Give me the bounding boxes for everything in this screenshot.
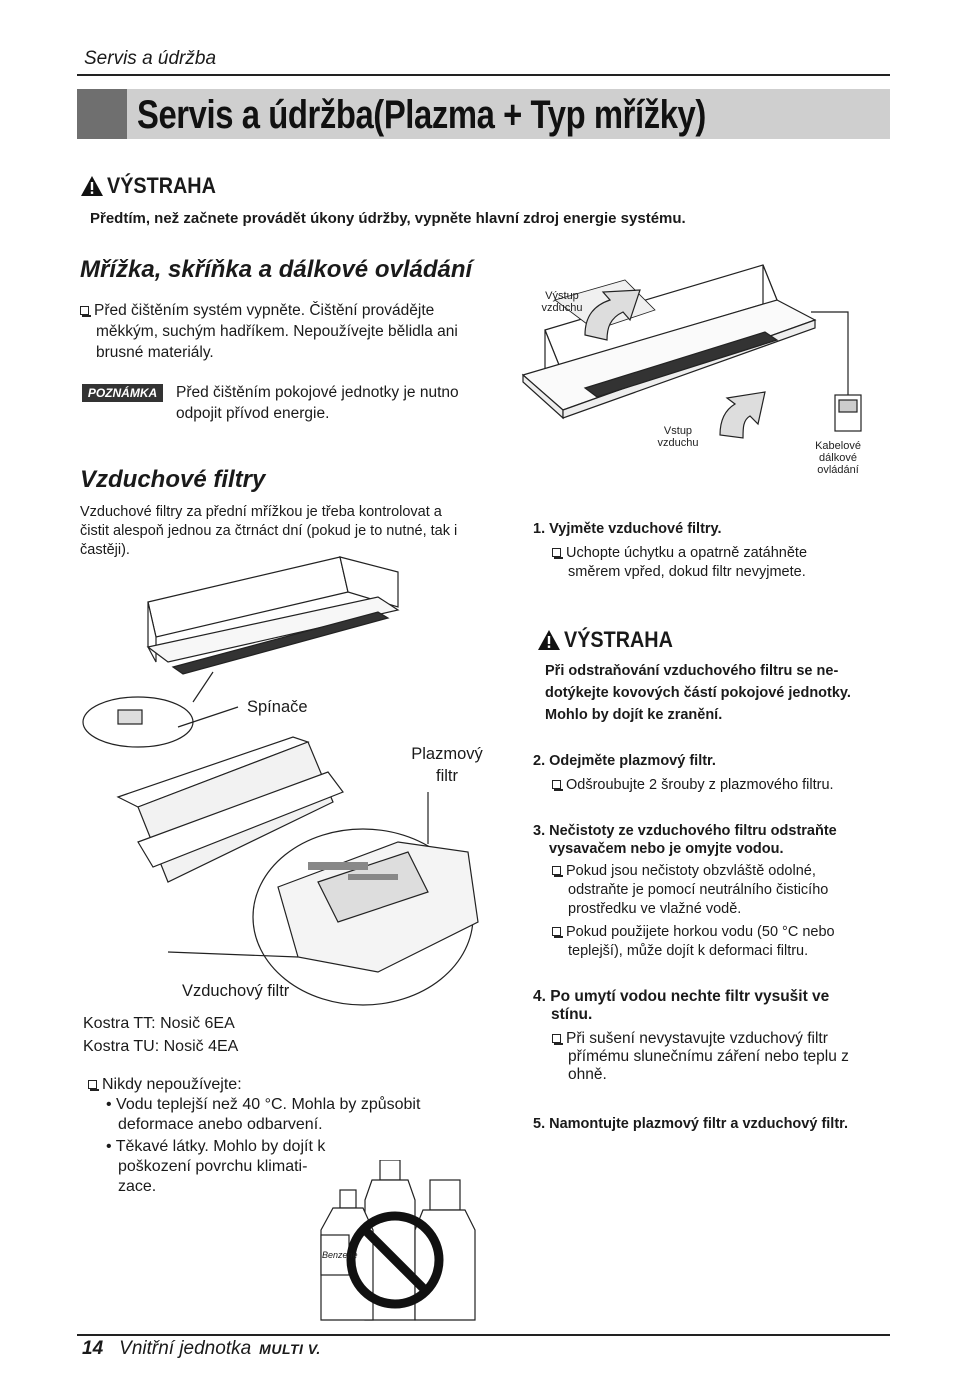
switch-label: Spínače [247,698,308,716]
step-1-title: 1. Vyjměte vzduchové filtry. [533,521,722,537]
grille-bullet: Před čištěním systém vypněte. Čištění pr… [80,300,490,363]
step-3-title: 3. Nečistoty ze vzduchového filtru odstr… [533,823,837,857]
step-3-text-b: Pokud použijete horkou vodu (50 °C nebo … [552,923,835,961]
remote-controller [834,394,862,432]
step-1-text: Uchopte úchytku a opatrně zatáhněte směr… [552,544,892,582]
step-2-text: Odšroubujte 2 šrouby z plazmového filtru… [552,776,834,795]
running-header: Servis a údržba [84,48,217,69]
warning-text: Předtím, než začnete provádět úkony údrž… [90,210,686,227]
chassis-info: Kostra TT: Nosič 6EA Kostra TU: Nosič 4E… [83,1015,239,1055]
footer: 14 Vnitřní jednotka MULTI V. [82,1338,321,1360]
plasma-filter-label: Plazmový filtr [411,745,483,785]
warning-heading-2: VÝSTRAHA [537,627,685,653]
filter-removal-illustration [82,556,479,1006]
checkbox-icon [552,927,563,938]
checkbox-icon [88,1080,99,1091]
checkbox-icon [552,548,563,559]
note-badge: POZNÁMKA [82,384,163,402]
checkbox-icon [80,306,91,317]
title-bar [77,89,890,139]
warning-2-text: Při odstraňování vzduchového filtru se n… [545,663,851,723]
inlet-arrow [719,391,766,439]
prohibited-chemicals-illustration [320,1160,476,1321]
step-4-title: 4. Po umytí vodou nechte filtr vysušit v… [533,988,830,1023]
page-title: Servis a údržba(Plazma + Typ mřížky) [137,93,706,137]
multi-v-logo: MULTI V. [259,1341,321,1357]
header-rule [77,74,890,76]
step-4-text: Při sušení nevystavujte vzduchový filtr … [552,1030,849,1084]
step-3-text-a: Pokud jsou nečistoty obzvláště odolné, o… [552,862,828,919]
warning-heading: VÝSTRAHA [80,173,228,199]
air-filter-label: Vzduchový filtr [182,982,290,1000]
footer-rule [77,1334,890,1336]
note-text: Před čištěním pokojové jednotky je nutno… [176,384,459,422]
checkbox-icon [552,780,563,791]
section-title-grille: Mřížka, skříňka a dálkové ovládání [80,256,473,283]
warning-icon [538,630,560,650]
step-5-title: 5. Namontujte plazmový filtr a vzduchový… [533,1116,849,1132]
never-use-list: Nikdy nepoužívejte: • Vodu teplejší než … [88,1075,488,1197]
checkbox-icon [552,1034,563,1045]
outlet-arrow [584,289,641,341]
warning-icon [81,176,103,196]
ceiling-unit-illustration [521,264,862,439]
page-number: 14 [82,1338,104,1359]
bottle-label: Benzene [322,1250,358,1260]
filters-intro: Vzduchové filtry za přední mřížkou je tř… [80,504,458,558]
checkbox-icon [552,866,563,877]
section-title-filters: Vzduchové filtry [80,466,266,493]
title-accent-block [77,89,127,139]
footer-text: Vnitřní jednotka [119,1338,252,1359]
step-2-title: 2. Odejměte plazmový filtr. [533,753,716,769]
